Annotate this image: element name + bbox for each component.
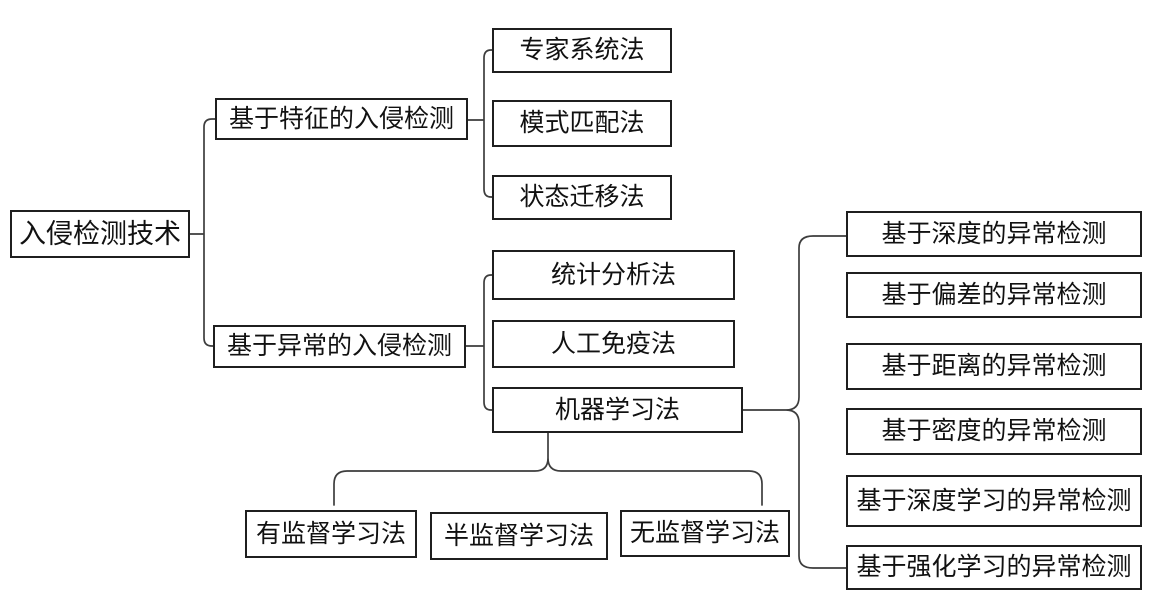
node-state-transition-method: 状态迁移法 (492, 175, 672, 220)
connector-root-bracket (189, 118, 216, 347)
node-machine-learning-method: 机器学习法 (492, 387, 743, 433)
node-unsupervised-learning-method: 无监督学习法 (620, 510, 790, 557)
node-anomaly-based-detection: 基于异常的入侵检测 (213, 325, 466, 368)
connector-ml-bottom-brace (333, 432, 763, 506)
connector-anomaly-bracket (465, 274, 493, 411)
node-semi-supervised-learning-method: 半监督学习法 (430, 512, 608, 560)
node-distance-based-anomaly-detection: 基于距离的异常检测 (846, 343, 1142, 390)
node-supervised-learning-method: 有监督学习法 (245, 510, 417, 558)
node-statistical-analysis-method: 统计分析法 (492, 250, 735, 300)
node-reinforcement-learning-based-anomaly-detection: 基于强化学习的异常检测 (846, 545, 1142, 590)
node-expert-system-method: 专家系统法 (492, 28, 672, 73)
node-density-based-anomaly-detection: 基于密度的异常检测 (846, 408, 1142, 455)
node-depth-based-anomaly-detection: 基于深度的异常检测 (846, 211, 1142, 257)
node-pattern-matching-method: 模式匹配法 (492, 100, 672, 147)
node-intrusion-detection-root: 入侵检测技术 (10, 210, 190, 258)
connector-feature-bracket (467, 49, 493, 198)
node-deep-learning-based-anomaly-detection: 基于深度学习的异常检测 (846, 475, 1142, 527)
node-deviation-based-anomaly-detection: 基于偏差的异常检测 (846, 272, 1142, 318)
node-feature-based-detection: 基于特征的入侵检测 (215, 98, 468, 140)
node-artificial-immune-method: 人工免疫法 (492, 320, 735, 368)
